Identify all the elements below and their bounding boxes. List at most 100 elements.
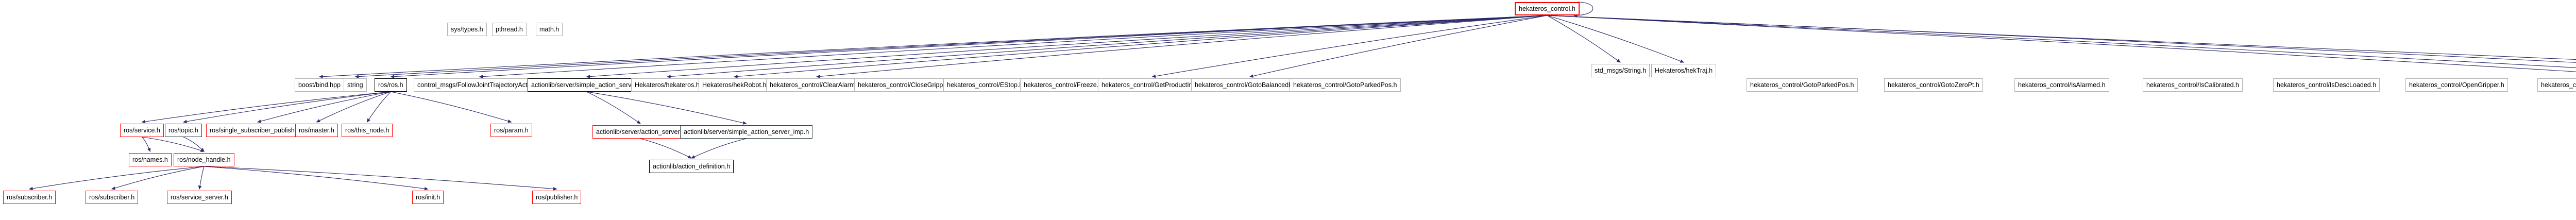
graph-node-label: hekateros_control/GetProductInfo.h <box>1101 81 1204 89</box>
graph-node-label: ros/service_server.h <box>171 194 228 201</box>
graph-node-actionlib_server_simple_action_server_h[interactable]: actionlib/server/simple_action_server.h <box>528 78 646 92</box>
graph-node-label: ros/names.h <box>132 156 168 163</box>
graph-node-hekateros_control_OpenGripper_h[interactable]: hekateros_control/OpenGripper.h <box>2405 78 2508 92</box>
graph-node-hekateros_control_EStop_h[interactable]: hekateros_control/EStop.h <box>943 78 1027 92</box>
graph-node-hekateros_control_GotoZeroPt_b_h[interactable]: hekateros_control/GotoParkedPos.h <box>1290 78 1401 92</box>
graph-node-ros_node_handle_h[interactable]: ros/node_handle.h <box>174 153 234 166</box>
graph-node-hekateros_control_IsAlarmed_h[interactable]: hekateros_control/IsAlarmed.h <box>2014 78 2109 92</box>
edge-hekateros_control_h-to-Hekateros_hekRobot_h <box>733 15 1548 78</box>
graph-node-label: ros/ros.h <box>378 81 403 89</box>
graph-node-label: Hekateros/hekateros.h <box>635 81 700 89</box>
edge-hekateros_control_h-to-string <box>354 15 1548 78</box>
graph-node-label: hekateros_control/ClearAlarms.h <box>770 81 864 89</box>
graph-node-label: ros/init.h <box>416 194 440 201</box>
edge-ros_topic_h-to-ros_node_handle_h <box>183 137 205 152</box>
graph-node-label: hekateros_control/IsAlarmed.h <box>2018 81 2106 89</box>
graph-node-actionlib_action_definition_h[interactable]: actionlib/action_definition.h <box>649 160 734 173</box>
graph-node-label: ros/publisher.h <box>536 194 578 201</box>
graph-node-hekateros_control_h[interactable]: hekateros_control.h <box>1515 2 1580 15</box>
graph-node-label: ros/single_subscriber_publisher.h <box>210 127 306 134</box>
graph-node-Hekateros_hekateros_h[interactable]: Hekateros/hekateros.h <box>631 78 703 92</box>
graph-node-label: control_msgs/FollowJointTrajectoryAction… <box>417 81 541 89</box>
graph-node-label: hekateros_control/OpenGripper.h <box>2409 81 2504 89</box>
graph-node-label: ros/node_handle.h <box>177 156 231 163</box>
graph-node-hekateros_control_IsDescLoaded_h[interactable]: hekateros_control/IsDescLoaded.h <box>2273 78 2380 92</box>
graph-node-label: Hekateros/hekTraj.h <box>1655 67 1713 74</box>
graph-node-hekateros_control_GotoZeroPt_h[interactable]: hekateros_control/GotoZeroPt.h <box>1884 78 1983 92</box>
graph-node-label: hekateros_control/IsCalibrated.h <box>2146 81 2239 89</box>
edge-ros_ros_h-to-ros_topic_h <box>182 91 391 124</box>
edge-ros_ros_h-to-ros_service_h <box>141 91 391 124</box>
edge-ros_node_handle_h-to-ros_init_h <box>204 166 429 191</box>
graph-node-control_msgs_FollowJointTrajectoryAction_h[interactable]: control_msgs/FollowJointTrajectoryAction… <box>414 78 545 92</box>
graph-node-ros_service_server_h[interactable]: ros/service_server.h <box>167 191 232 204</box>
graph-node-label: hekateros_control/GotoBalancedPos.h <box>1195 81 1306 89</box>
graph-node-Hekateros_hekTraj_h[interactable]: Hekateros/hekTraj.h <box>1651 64 1717 77</box>
graph-node-hekateros_control_Release_h[interactable]: hekateros_control/Release.h <box>2537 78 2576 92</box>
graph-node-actionlib_server_simple_action_server_imp_h[interactable]: actionlib/server/simple_action_server_im… <box>680 125 813 139</box>
edge-actionlib_server_action_server_h-to-actionlib_action_definition_h <box>640 138 692 159</box>
graph-node-ros_subscriber_h_b[interactable]: ros/subscriber.h <box>86 191 139 204</box>
graph-node-label: hekateros_control/GotoZeroPt.h <box>1888 81 1979 89</box>
graph-node-hekateros_control_IsCalibrated_h[interactable]: hekateros_control/IsCalibrated.h <box>2143 78 2243 92</box>
graph-node-label: string <box>347 81 363 89</box>
edge-ros_node_handle_h-to-ros_service_server_h <box>198 166 205 190</box>
graph-node-ros_ros_h[interactable]: ros/ros.h <box>375 78 407 92</box>
edge-hekateros_control_h-to-actionlib_server_simple_action_server_h <box>586 15 1548 78</box>
edge-actionlib_server_simple_action_server_h-to-actionlib_server_action_server_h <box>586 91 641 124</box>
edge-actionlib_server_simple_action_server_h-to-actionlib_server_simple_action_server_imp_h <box>586 91 747 125</box>
graph-node-label: ros/param.h <box>494 127 529 134</box>
graph-node-ros_single_subscriber_publisher_h[interactable]: ros/single_subscriber_publisher.h <box>206 124 309 137</box>
graph-node-sys_types_h[interactable]: sys/types.h <box>447 23 487 36</box>
graph-node-Hekateros_hekRobot_h[interactable]: Hekateros/hekRobot.h <box>699 78 770 92</box>
edge-ros_ros_h-to-ros_master_h <box>316 91 391 123</box>
graph-node-hekateros_control_Freeze_h[interactable]: hekateros_control/Freeze.h <box>1020 78 1106 92</box>
graph-node-ros_subscriber_h_a[interactable]: ros/subscriber.h <box>3 191 56 204</box>
graph-node-ros_master_h[interactable]: ros/master.h <box>295 124 338 137</box>
edge-actionlib_server_simple_action_server_imp_h-to-actionlib_action_definition_h <box>691 138 747 159</box>
graph-node-ros_publisher_h[interactable]: ros/publisher.h <box>532 191 582 204</box>
edge-ros_service_h-to-ros_node_handle_h <box>142 137 205 153</box>
graph-node-label: ros/subscriber.h <box>89 194 135 201</box>
edge-ros_service_h-to-ros_names_h <box>142 137 151 153</box>
graph-node-label: actionlib/action_definition.h <box>653 163 731 170</box>
graph-node-ros_this_node_h[interactable]: ros/this_node.h <box>342 124 393 137</box>
graph-node-hekateros_control_CloseGripper_h[interactable]: hekateros_control/CloseGripper.h <box>854 78 958 92</box>
graph-node-label: hekateros_control/GotoParkedPos.h <box>1293 81 1397 89</box>
edge-ros_ros_h-to-ros_param_h <box>391 91 512 123</box>
graph-node-label: sys/types.h <box>451 26 483 33</box>
graph-node-label: std_msgs/String.h <box>1595 67 1647 74</box>
graph-node-label: ros/topic.h <box>168 127 198 134</box>
graph-node-label: hekateros_control.h <box>1519 5 1575 12</box>
graph-node-boost_bind_hpp[interactable]: boost/bind.hpp <box>295 78 345 92</box>
graph-node-label: Hekateros/hekRobot.h <box>702 81 767 89</box>
edge-hekateros_control_h-to-hekateros_control_GetProductInfo_h <box>1151 15 1548 78</box>
graph-node-label: ros/this_node.h <box>345 127 389 134</box>
graph-node-math_h[interactable]: math.h <box>536 23 563 36</box>
edge-hekateros_control_h-to-std_msgs_String_h <box>1547 15 1621 63</box>
graph-node-std_msgs_String_h[interactable]: std_msgs/String.h <box>1591 64 1650 77</box>
graph-node-label: hekateros_control/GotoParkedPos.h <box>1750 81 1854 89</box>
graph-node-ros_service_h[interactable]: ros/service.h <box>120 124 164 137</box>
graph-node-pthread_h[interactable]: pthread.h <box>492 23 527 36</box>
graph-node-label: math.h <box>539 26 560 33</box>
graph-node-hekateros_control_ClearAlarms_h[interactable]: hekateros_control/ClearAlarms.h <box>766 78 868 92</box>
graph-node-label: actionlib/server/simple_action_server.h <box>531 81 642 89</box>
graph-node-ros_topic_h[interactable]: ros/topic.h <box>165 124 202 137</box>
graph-node-string[interactable]: string <box>344 78 367 92</box>
graph-node-actionlib_server_action_server_h[interactable]: actionlib/server/action_server.h <box>592 125 689 139</box>
edge-ros_node_handle_h-to-ros_subscriber_h_b <box>111 166 205 190</box>
graph-node-ros_names_h[interactable]: ros/names.h <box>129 153 172 166</box>
edge-ros_ros_h-to-ros_this_node_h <box>366 91 391 123</box>
edge-ros_node_handle_h-to-ros_publisher_h <box>204 166 557 191</box>
graph-node-hekateros_control_GotoBalancedPos_h[interactable]: hekateros_control/GotoBalancedPos.h <box>1191 78 1309 92</box>
edge-ros_ros_h-to-ros_single_subscriber_publisher_h <box>257 91 391 123</box>
graph-node-hekateros_control_GotoParkedPos_h[interactable]: hekateros_control/GotoParkedPos.h <box>1747 78 1858 92</box>
graph-node-ros_param_h[interactable]: ros/param.h <box>490 124 532 137</box>
graph-node-ros_init_h[interactable]: ros/init.h <box>412 191 444 204</box>
graph-node-label: hekateros_control/Release.h <box>2541 81 2576 89</box>
graph-node-label: hekateros_control/Freeze.h <box>1024 81 1103 89</box>
graph-node-hekateros_control_GetProductInfo_h[interactable]: hekateros_control/GetProductInfo.h <box>1098 78 1207 92</box>
